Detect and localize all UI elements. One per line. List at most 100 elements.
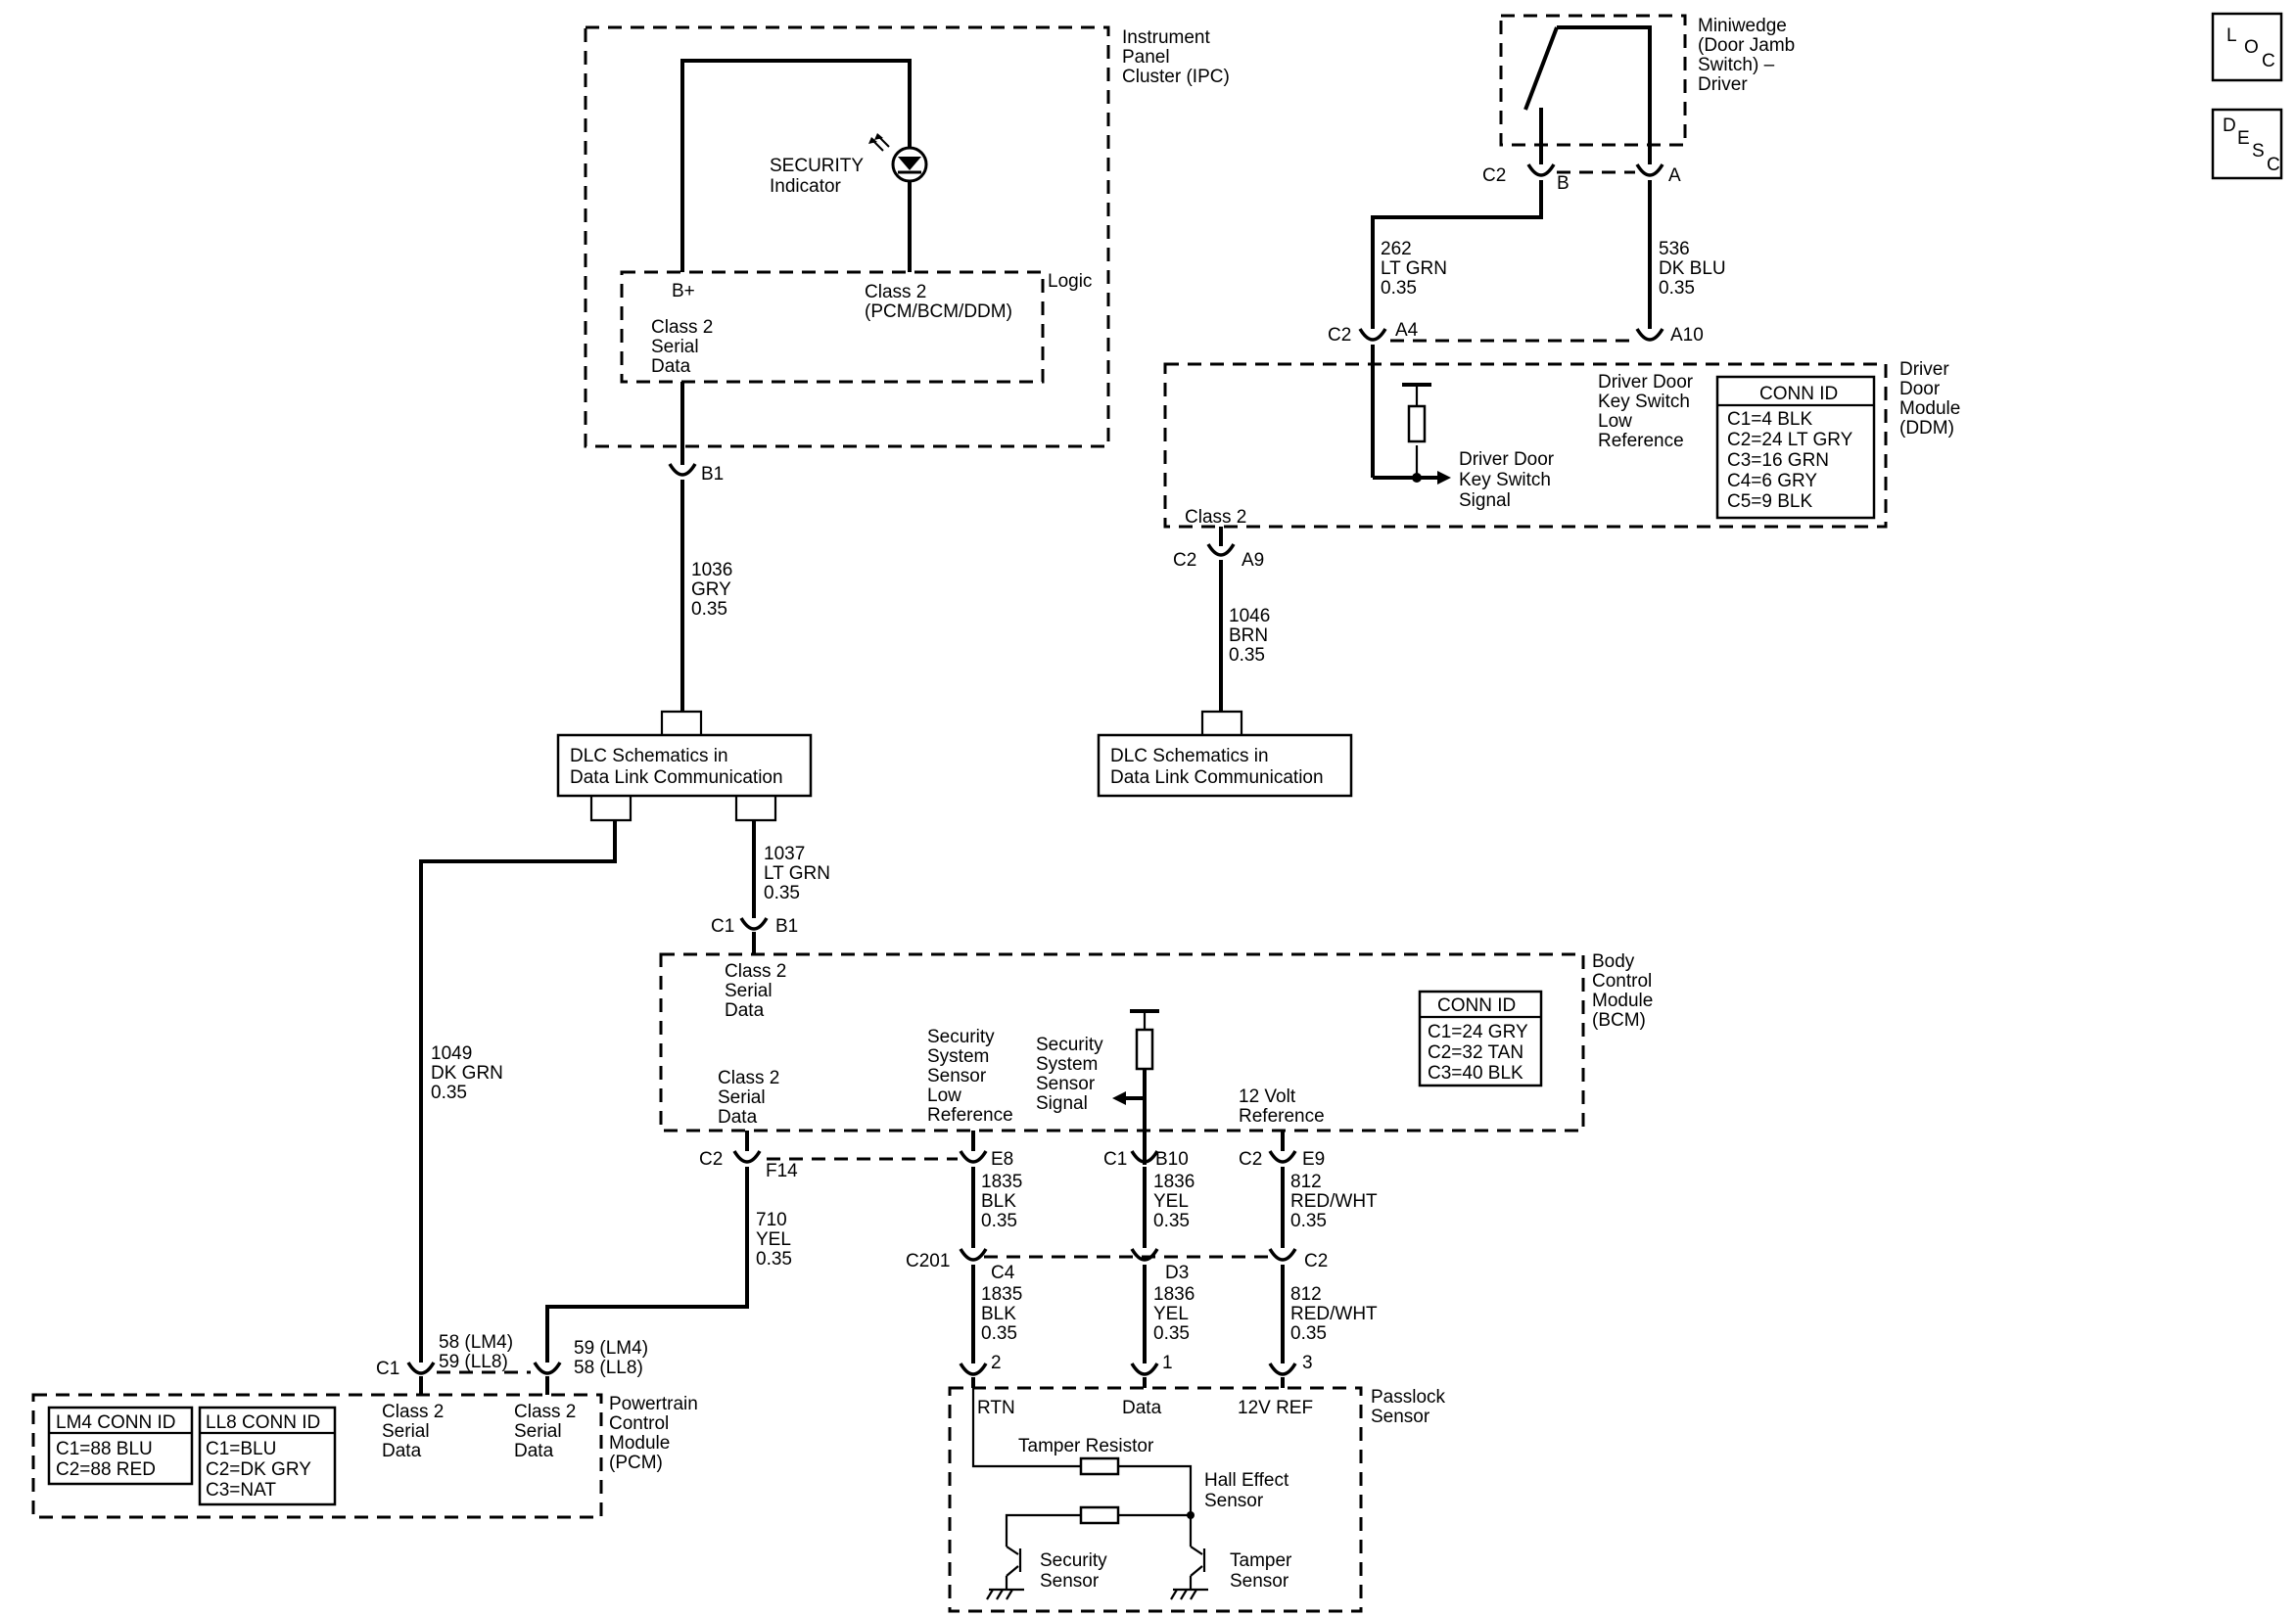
dlc-right-text-2: Data Link Communication bbox=[1110, 767, 1324, 788]
ipc-bplus-label: B+ bbox=[672, 281, 695, 301]
pcm-ll8-title: LL8 CONN ID bbox=[206, 1412, 320, 1433]
bcm-class2-bottom-2: Serial bbox=[718, 1087, 766, 1108]
pcm-module: C1 58 (LM4) 59 (LL8) 59 (LM4) 58 (LL8) P… bbox=[31, 1332, 698, 1519]
wire-1049-num: 1049 bbox=[431, 1043, 472, 1064]
bcm-conn-c1: C1 bbox=[1103, 1149, 1127, 1170]
passlock-sensor: 2 1 3 Passlock Sensor RTN Data 12V REF T… bbox=[948, 1353, 1446, 1613]
loc-letter-c: C bbox=[2262, 51, 2275, 71]
wire-1835-bot-color: BLK bbox=[981, 1304, 1016, 1324]
wire-1836-bot-color: YEL bbox=[1153, 1304, 1189, 1324]
ddm-conn-id-row: C1=4 BLK bbox=[1727, 409, 1812, 430]
dlc-left-text-1: DLC Schematics in bbox=[570, 746, 728, 766]
ddm-module: C2 A4 A10 Driver Door Module (DDM) Drive… bbox=[1163, 320, 1960, 571]
miniwedge-pin-b: B bbox=[1557, 173, 1570, 194]
bcm-conn-c2-a: C2 bbox=[699, 1149, 723, 1170]
wire-536-num: 536 bbox=[1659, 239, 1690, 259]
wire-1835-top-num: 1835 bbox=[981, 1172, 1022, 1192]
c201-connector: C201 C4 D3 C2 bbox=[906, 1248, 1328, 1283]
ipc-connector-b1: B1 bbox=[701, 464, 724, 485]
passlock-hall-effect-2: Sensor bbox=[1204, 1491, 1264, 1511]
ddm-name-3: Module bbox=[1899, 398, 1960, 419]
ddm-pin-a4: A4 bbox=[1395, 320, 1419, 341]
ddm-bottom-conn: C2 bbox=[1173, 550, 1196, 571]
passlock-rtn: RTN bbox=[977, 1398, 1015, 1418]
passlock-pin-3: 3 bbox=[1302, 1353, 1313, 1373]
ddm-bottom-pin: A9 bbox=[1242, 550, 1264, 571]
pcm-lm4-row: C1=88 BLU bbox=[56, 1439, 153, 1459]
wire-1836-top-color: YEL bbox=[1153, 1191, 1189, 1212]
wire-1049-gauge: 0.35 bbox=[431, 1083, 467, 1103]
pcm-lm4-conn-id-table: LM4 CONN ID C1=88 BLU C2=88 RED bbox=[47, 1406, 194, 1486]
pcm-class2-b-3: Data bbox=[514, 1441, 554, 1461]
wire-262-color: LT GRN bbox=[1381, 258, 1447, 279]
wire-1037-color: LT GRN bbox=[764, 863, 830, 884]
bcm-name-1: Body bbox=[1592, 951, 1635, 972]
bcm-volt-ref-1: 12 Volt bbox=[1239, 1086, 1296, 1107]
wire-812-top-num: 812 bbox=[1290, 1172, 1322, 1192]
c201-label: C201 bbox=[906, 1251, 950, 1271]
ddm-conn-id-row: C3=16 GRN bbox=[1727, 450, 1829, 471]
desc-letter-s: S bbox=[2252, 141, 2265, 162]
wire-262-gauge: 0.35 bbox=[1381, 278, 1417, 299]
pcm-conn-c1: C1 bbox=[376, 1359, 399, 1379]
bcm-pin-f14: F14 bbox=[766, 1161, 798, 1181]
ddm-conn-c2-top: C2 bbox=[1328, 325, 1351, 346]
ipc-class2-serial-1: Class 2 bbox=[651, 317, 713, 338]
ddm-low-ref-2: Key Switch bbox=[1598, 392, 1690, 412]
wire-1835-top-gauge: 0.35 bbox=[981, 1211, 1017, 1231]
wire-1046-color: BRN bbox=[1229, 625, 1268, 646]
wire-262-num: 262 bbox=[1381, 239, 1412, 259]
wire-812-bot-color: RED/WHT bbox=[1290, 1304, 1378, 1324]
pcm-wire-right-2: 58 (LL8) bbox=[574, 1358, 643, 1378]
pcm-ll8-row: C1=BLU bbox=[206, 1439, 276, 1459]
passlock-hall-effect-1: Hall Effect bbox=[1204, 1470, 1289, 1491]
bcm-sensor-signal-3: Sensor bbox=[1036, 1074, 1096, 1094]
ipc-module: Instrument Panel Cluster (IPC) Logic B+ … bbox=[584, 25, 1230, 485]
wire-710-color: YEL bbox=[756, 1229, 791, 1250]
ddm-conn-id-row: C2=24 LT GRY bbox=[1727, 430, 1853, 450]
wire-1836-top-num: 1836 bbox=[1153, 1172, 1195, 1192]
bcm-sensor-low-ref-4: Low bbox=[927, 1086, 961, 1106]
bcm-sensor-low-ref-2: System bbox=[927, 1046, 989, 1067]
wire-710-gauge: 0.35 bbox=[756, 1249, 792, 1270]
wire-1836-top-gauge: 0.35 bbox=[1153, 1211, 1190, 1231]
pcm-wire-left-2: 59 (LL8) bbox=[439, 1352, 508, 1372]
bcm-name-4: (BCM) bbox=[1592, 1010, 1646, 1031]
wire-536-color: DK BLU bbox=[1659, 258, 1726, 279]
ddm-conn-id-row: C5=9 BLK bbox=[1727, 491, 1812, 512]
wire-812-bot-gauge: 0.35 bbox=[1290, 1323, 1327, 1344]
pcm-class2-a-2: Serial bbox=[382, 1421, 430, 1442]
wire-710-num: 710 bbox=[756, 1210, 787, 1230]
dlc-left-box[interactable]: DLC Schematics in Data Link Communicatio… bbox=[556, 710, 813, 822]
pcm-class2-a-1: Class 2 bbox=[382, 1402, 444, 1422]
passlock-tamper-sensor-2: Sensor bbox=[1230, 1571, 1289, 1592]
loc-button[interactable]: L O C bbox=[2211, 12, 2283, 82]
pcm-ll8-conn-id-table: LL8 CONN ID C1=BLU C2=DK GRY C3=NAT bbox=[198, 1406, 337, 1506]
passlock-pin-2: 2 bbox=[991, 1353, 1002, 1373]
desc-letter-d: D bbox=[2223, 116, 2236, 136]
tamper-sensor-transistor-icon bbox=[1170, 1546, 1208, 1600]
bcm-pin-e9: E9 bbox=[1302, 1149, 1325, 1170]
passlock-data: Data bbox=[1122, 1398, 1162, 1418]
bcm-conn-id-row: C3=40 BLK bbox=[1428, 1063, 1523, 1084]
ddm-name-1: Driver bbox=[1899, 359, 1949, 380]
security-sensor-transistor-icon bbox=[986, 1546, 1024, 1600]
desc-button[interactable]: D E S C bbox=[2211, 108, 2283, 180]
bcm-top-pin: B1 bbox=[775, 916, 798, 937]
pcm-lm4-title: LM4 CONN ID bbox=[56, 1412, 175, 1433]
miniwedge-name-4: Driver bbox=[1698, 74, 1748, 95]
pcm-name-1: Powertrain bbox=[609, 1394, 698, 1414]
bcm-sensor-low-ref-5: Reference bbox=[927, 1105, 1013, 1126]
wire-1835-bot-num: 1835 bbox=[981, 1284, 1022, 1305]
wire-812-bot-num: 812 bbox=[1290, 1284, 1322, 1305]
wire-1036-color: GRY bbox=[691, 579, 731, 600]
ddm-low-ref-3: Low bbox=[1598, 411, 1632, 432]
bcm-volt-ref-2: Reference bbox=[1239, 1106, 1325, 1127]
dlc-right-box[interactable]: DLC Schematics in Data Link Communicatio… bbox=[1097, 710, 1353, 798]
bcm-sensor-signal-1: Security bbox=[1036, 1035, 1103, 1055]
bcm-name-2: Control bbox=[1592, 971, 1652, 992]
pcm-name-3: Module bbox=[609, 1433, 670, 1454]
passlock-name-2: Sensor bbox=[1371, 1407, 1430, 1427]
desc-letter-c: C bbox=[2267, 155, 2280, 175]
